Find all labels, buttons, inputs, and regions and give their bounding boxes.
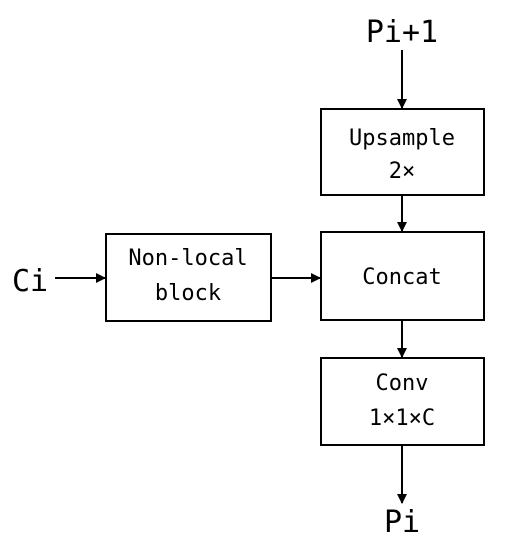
upsample-factor-label: 2× xyxy=(389,159,416,184)
conv-label: Conv xyxy=(376,371,429,396)
concat-box xyxy=(320,231,485,321)
input-label-pi-plus-1: Pi+1 xyxy=(366,15,438,50)
conv-box xyxy=(320,357,485,446)
nonlocal-label-line1: Non-local xyxy=(128,246,247,271)
concat-label: Concat xyxy=(362,265,441,290)
nonlocal-block-box xyxy=(105,233,272,322)
upsample-label: Upsample xyxy=(349,126,455,151)
nonlocal-label-line2: block xyxy=(155,281,221,306)
input-label-ci: Ci xyxy=(12,264,48,299)
conv-kernel-label: 1×1×C xyxy=(369,406,435,431)
output-label-pi: Pi xyxy=(384,505,420,540)
